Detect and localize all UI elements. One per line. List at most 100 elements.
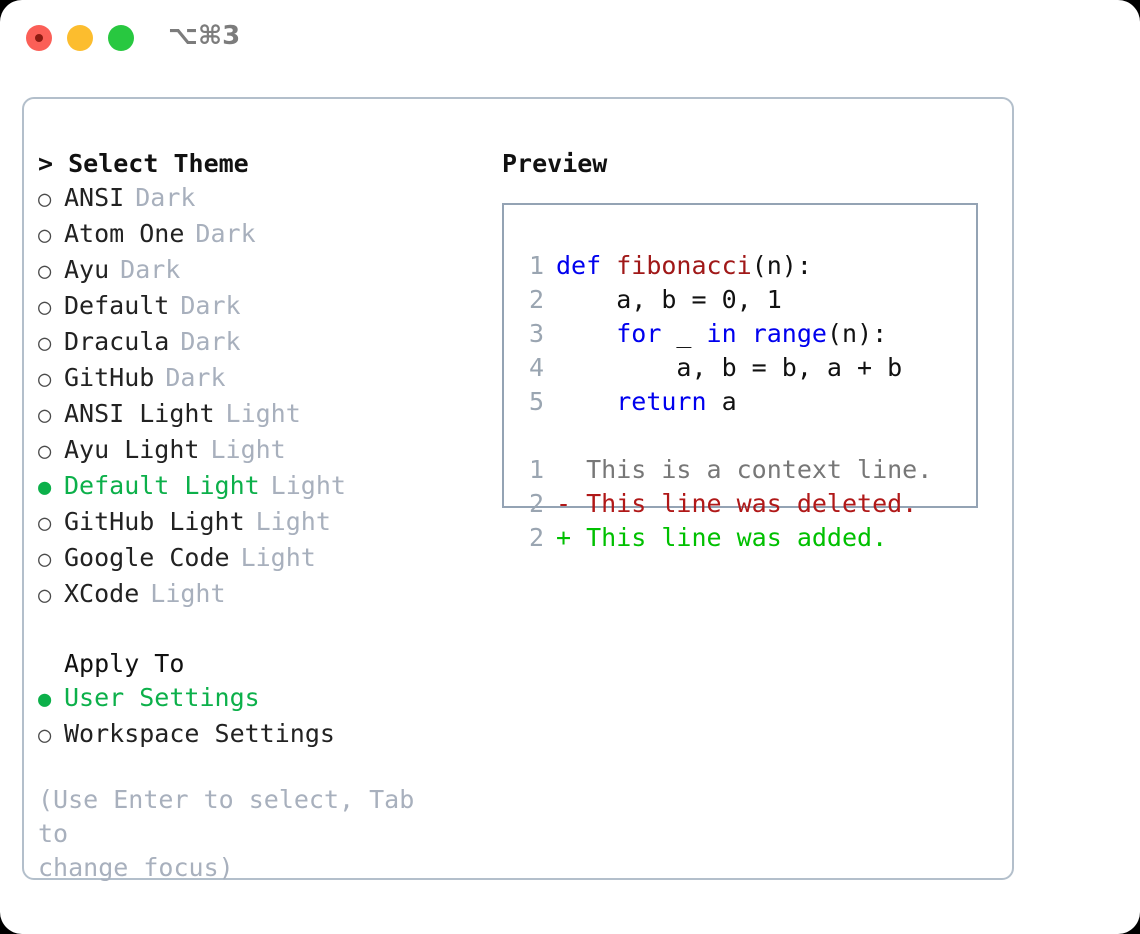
radio-selected-icon: ● — [38, 475, 52, 500]
code-line-number: 3 — [528, 319, 544, 348]
diff-line-text: This is a context line. — [556, 455, 933, 484]
code-token: a, b = 0, 1 — [556, 285, 782, 314]
theme-option-ansi[interactable]: ○ ANSI Dark — [38, 181, 478, 217]
code-line: 4 a, b = b, a + b — [522, 351, 976, 385]
code-token: range — [751, 319, 827, 348]
theme-option-label: ANSI Light — [64, 399, 215, 428]
diff-line-number: 1 — [528, 455, 544, 484]
code-diff-spacer — [522, 419, 976, 453]
code-line: 2 a, b = 0, 1 — [522, 283, 976, 317]
theme-option-label: Google Code — [64, 543, 230, 572]
theme-option-label: Default — [64, 291, 170, 320]
theme-option-variant-tag: Light — [240, 543, 316, 572]
zoom-button-icon[interactable] — [108, 25, 134, 51]
radio-unselected-icon: ○ — [38, 295, 52, 320]
code-token: return — [616, 387, 707, 416]
code-line-number: 5 — [528, 387, 544, 416]
theme-option-label: Atom One — [64, 219, 185, 248]
diff-line-del: 2- This line was deleted. — [522, 487, 976, 521]
code-token: (n): — [826, 319, 888, 348]
section-spacer — [38, 613, 478, 647]
code-token — [556, 319, 616, 348]
diff-line-text: - This line was deleted. — [556, 489, 918, 518]
code-line-number: 4 — [528, 353, 544, 382]
theme-option-label: Dracula — [64, 327, 170, 356]
radio-unselected-icon: ○ — [38, 511, 52, 536]
theme-option-variant-tag: Light — [210, 435, 286, 464]
radio-unselected-icon: ○ — [38, 403, 52, 428]
code-line-number: 2 — [528, 285, 544, 314]
theme-option-xcode[interactable]: ○ XCode Light — [38, 577, 478, 613]
title-bar: ⌥⌘3 — [0, 0, 1140, 78]
code-token — [556, 387, 616, 416]
theme-option-variant-tag: Dark — [120, 255, 181, 284]
select-theme-header: > Select Theme — [38, 149, 249, 178]
keyboard-hint-text: (Use Enter to select, Tab to change focu… — [38, 785, 415, 882]
code-token: fibonacci — [616, 251, 752, 280]
radio-unselected-icon: ○ — [38, 439, 52, 464]
theme-option-label: XCode — [64, 579, 140, 608]
code-token: a, b = b, a + b — [556, 353, 903, 382]
theme-option-variant-tag: Dark — [180, 327, 241, 356]
code-token: for — [616, 319, 662, 348]
theme-option-variant-tag: Light — [150, 579, 226, 608]
theme-option-variant-tag: Dark — [180, 291, 241, 320]
close-button-icon[interactable] — [26, 25, 52, 51]
theme-option-ansi-light[interactable]: ○ ANSI Light Light — [38, 397, 478, 433]
diff-line-text: + This line was added. — [556, 523, 888, 552]
theme-option-label: Ayu — [64, 255, 110, 284]
preview-title: Preview — [502, 149, 608, 178]
keyboard-shortcut-label: ⌥⌘3 — [168, 21, 241, 51]
apply-to-header: Apply To — [64, 649, 185, 678]
radio-unselected-icon: ○ — [38, 187, 52, 212]
theme-option-label: Ayu Light — [64, 435, 200, 464]
code-token: def — [556, 251, 617, 280]
code-line: 5 return a — [522, 385, 976, 419]
code-token: _ — [661, 319, 707, 348]
code-line: 1 def fibonacci(n): — [522, 249, 976, 283]
radio-unselected-icon: ○ — [38, 259, 52, 284]
radio-unselected-icon: ○ — [38, 331, 52, 356]
code-line-number: 1 — [528, 251, 544, 280]
theme-option-label: GitHub — [64, 363, 155, 392]
diff-line-add: 2 + This line was added. — [522, 521, 976, 555]
apply-to-option-label: Workspace Settings — [64, 719, 335, 748]
traffic-lights — [26, 25, 134, 51]
apply-to-option-workspace-settings[interactable]: ○ Workspace Settings — [38, 717, 478, 753]
radio-unselected-icon: ○ — [38, 723, 52, 748]
minimize-button-icon[interactable] — [67, 25, 93, 51]
radio-unselected-icon: ○ — [38, 223, 52, 248]
theme-option-variant-tag: Dark — [165, 363, 226, 392]
theme-option-variant-tag: Light — [255, 507, 331, 536]
theme-option-variant-tag: Light — [225, 399, 301, 428]
theme-option-atom-one[interactable]: ○ Atom One Dark — [38, 217, 478, 253]
theme-option-variant-tag: Dark — [135, 183, 196, 212]
theme-option-label: ANSI — [64, 183, 125, 212]
theme-option-variant-tag: Dark — [195, 219, 256, 248]
theme-option-ayu[interactable]: ○ Ayu Dark — [38, 253, 478, 289]
diff-sample: 1 This is a context line.2- This line wa… — [522, 453, 976, 555]
theme-option-ayu-light[interactable]: ○ Ayu Light Light — [38, 433, 478, 469]
theme-option-dracula[interactable]: ○ Dracula Dark — [38, 325, 478, 361]
apply-to-option-label: User Settings — [64, 683, 260, 712]
code-token: (n): — [751, 251, 812, 280]
code-token — [737, 319, 752, 348]
code-token: a — [706, 387, 737, 416]
radio-unselected-icon: ○ — [38, 583, 52, 608]
apply-to-option-list: ●User Settings ○ Workspace Settings — [38, 681, 478, 753]
code-line: 3 for _ in range(n): — [522, 317, 976, 351]
apply-to-option-user-settings[interactable]: ●User Settings — [38, 681, 478, 717]
diff-line-ctx: 1 This is a context line. — [522, 453, 976, 487]
diff-line-number: 2 — [528, 523, 544, 552]
theme-option-default[interactable]: ○ Default Dark — [38, 289, 478, 325]
